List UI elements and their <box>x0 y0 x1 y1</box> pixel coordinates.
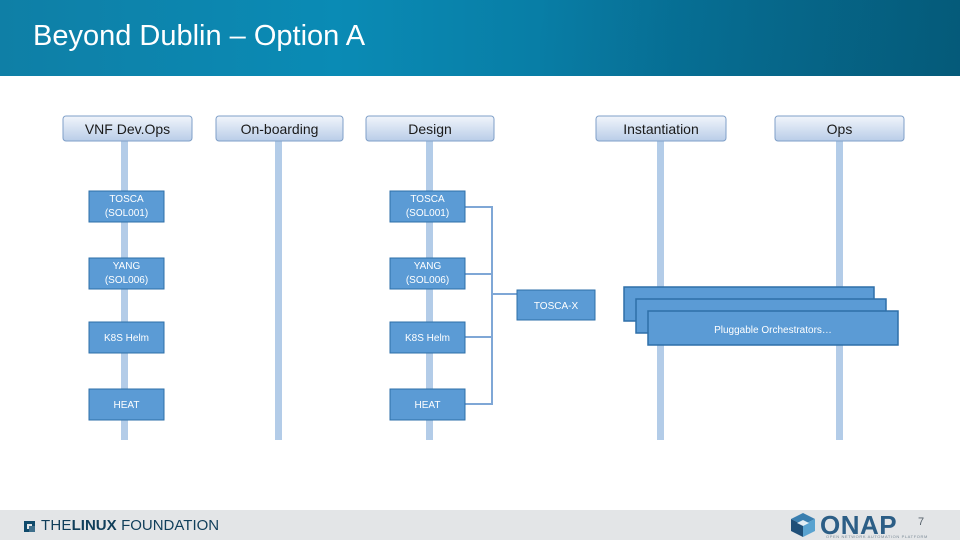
stage-design-box <box>365 115 495 142</box>
stage-instantiation-label: Instantiation <box>623 121 699 137</box>
devops-item-tosca: TOSCA (SOL001) <box>88 190 165 223</box>
stage-onboarding: On-boarding <box>215 115 344 142</box>
lifeline-devops <box>121 140 128 440</box>
stage-instantiation: Instantiation <box>595 115 727 142</box>
orchestrator-box-front <box>647 310 899 346</box>
devops-item-heat: HEAT <box>88 388 165 421</box>
devops-item-helm-box <box>88 321 165 354</box>
linux-foundation-the: THE <box>41 517 72 534</box>
devops-item-heat-box <box>88 388 165 421</box>
tosca-x-box <box>516 289 596 321</box>
design-item-heat: HEAT <box>389 388 466 421</box>
stage-ops: Ops <box>774 115 905 142</box>
devops-item-yang: YANG (SOL006) <box>88 257 165 290</box>
design-item-yang-line1: YANG <box>414 261 442 272</box>
devops-item-yang-line1: YANG <box>113 261 141 272</box>
slide-header: Beyond Dublin – Option A <box>0 0 960 76</box>
design-item-heat-line1: HEAT <box>415 400 441 411</box>
tosca-x-node: TOSCA-X <box>516 289 596 321</box>
lifeline-onboarding <box>275 140 282 440</box>
design-item-tosca-box <box>389 190 466 223</box>
devops-item-tosca-line2: (SOL001) <box>105 208 148 219</box>
design-item-heat-box <box>389 388 466 421</box>
design-connectors <box>465 206 517 405</box>
stage-instantiation-box <box>595 115 727 142</box>
design-item-yang-line2: (SOL006) <box>406 275 449 286</box>
design-item-helm-line1: K8S Helm <box>405 333 450 344</box>
stage-ops-label: Ops <box>827 121 853 137</box>
linux-foundation-logo: THELINUX FOUNDATION <box>24 516 219 536</box>
devops-item-heat-line1: HEAT <box>114 400 140 411</box>
tosca-x-label: TOSCA-X <box>534 301 579 312</box>
lifeline-design <box>426 140 433 440</box>
devops-item-helm-line1: K8S Helm <box>104 333 149 344</box>
orchestrators-stack: Pluggable Orchestrators… <box>623 286 899 346</box>
design-item-tosca-line1: TOSCA <box>410 194 445 205</box>
design-item-helm-box <box>389 321 466 354</box>
connector-tosca <box>465 206 493 294</box>
design-item-tosca: TOSCA (SOL001) <box>389 190 466 223</box>
stage-devops-box <box>62 115 193 142</box>
devops-item-tosca-line1: TOSCA <box>109 194 144 205</box>
onap-cube-icon <box>791 513 815 537</box>
devops-item-helm: K8S Helm <box>88 321 165 354</box>
stage-devops-label: VNF Dev.Ops <box>85 121 170 137</box>
design-item-tosca-line2: (SOL001) <box>406 208 449 219</box>
header-shade <box>540 0 960 76</box>
devops-item-yang-line2: (SOL006) <box>105 275 148 286</box>
stage-onboarding-box <box>215 115 344 142</box>
linux-foundation-mark-icon <box>24 520 35 532</box>
page-number: 7 <box>918 516 925 528</box>
design-item-yang-box <box>389 257 466 290</box>
stage-design: Design <box>365 115 495 142</box>
slide-title: Beyond Dublin – Option A <box>33 20 366 52</box>
stage-devops: VNF Dev.Ops <box>62 115 193 142</box>
linux-foundation-linux: LINUX <box>71 517 117 534</box>
stage-ops-box <box>774 115 905 142</box>
onap-wordmark: ONAP <box>820 510 898 540</box>
stage-onboarding-label: On-boarding <box>241 121 319 137</box>
design-item-yang: YANG (SOL006) <box>389 257 466 290</box>
connector-heat <box>465 293 517 405</box>
workflow-diagram: VNF Dev.Ops On-boarding Design Instantia… <box>62 115 905 440</box>
devops-item-yang-box <box>88 257 165 290</box>
devops-item-tosca-box <box>88 190 165 223</box>
orchestrator-label: Pluggable Orchestrators… <box>714 325 832 336</box>
stage-design-label: Design <box>408 121 452 137</box>
onap-subtitle: OPEN NETWORK AUTOMATION PLATFORM <box>826 534 928 539</box>
onap-logo: ONAP <box>790 512 897 540</box>
linux-foundation-foundation: FOUNDATION <box>121 517 220 534</box>
design-item-helm: K8S Helm <box>389 321 466 354</box>
